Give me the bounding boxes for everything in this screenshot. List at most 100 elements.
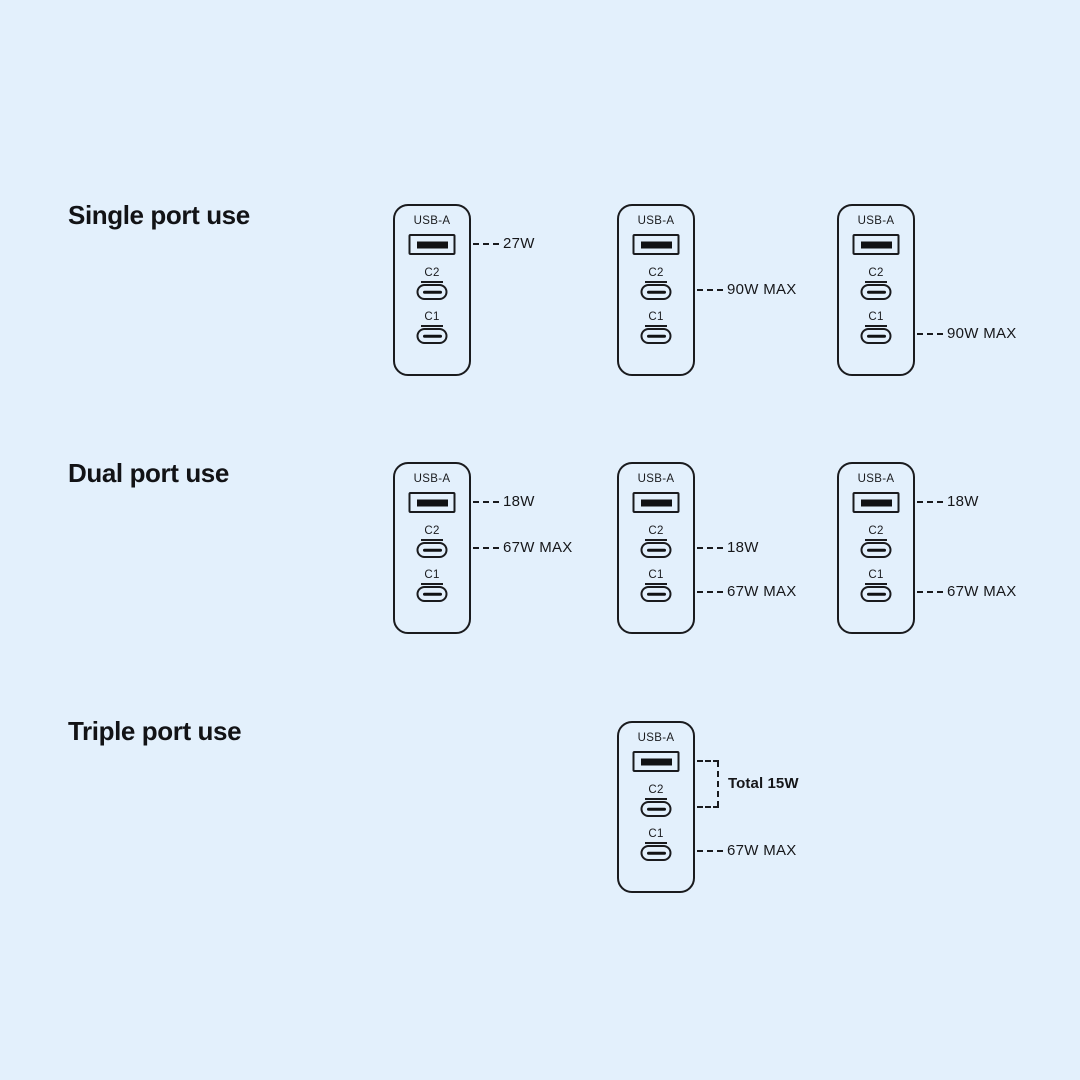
callout-dash-line: [917, 501, 943, 503]
callout-dash-line: [473, 547, 499, 549]
c2-port-label-text: C2: [645, 267, 667, 283]
c2-port-label-text: C2: [865, 525, 887, 541]
c1-port-label-text: C1: [865, 311, 887, 327]
wattage-label: 67W MAX: [947, 583, 1017, 600]
usba-port-label: USB-A: [857, 215, 895, 227]
usba-port-label: USB-A: [637, 732, 675, 744]
c1-port-contact: [646, 334, 666, 338]
c1-port-label: C1: [619, 828, 693, 844]
c1-port-contact: [422, 334, 442, 338]
callout-dash-line: [697, 289, 723, 291]
c2-port-label: C2: [839, 525, 913, 541]
callout-dash-line: [473, 243, 499, 245]
wattage-label: 27W: [503, 235, 535, 252]
wattage-label: 67W MAX: [727, 583, 797, 600]
wattage-label: 67W MAX: [503, 539, 573, 556]
c2-port-contact: [646, 807, 666, 811]
c1-port-icon: [640, 586, 672, 602]
c1-port-contact: [646, 592, 666, 596]
section-title-triple-port: Triple port use: [68, 716, 242, 746]
c2-port-contact: [646, 548, 666, 552]
usba-port-contact: [416, 241, 448, 248]
usba-port-contact: [640, 758, 672, 765]
c2-port-label: C2: [395, 267, 469, 283]
c1-port-icon: [416, 328, 448, 344]
wattage-label: 67W MAX: [727, 842, 797, 859]
c1-port-icon: [640, 845, 672, 861]
c2-port-contact: [866, 548, 886, 552]
c2-port-label-text: C2: [645, 784, 667, 800]
usba-port-icon: [408, 234, 456, 255]
bracket-dash-vertical: [717, 761, 719, 807]
c1-port-icon: [860, 328, 892, 344]
c1-port-contact: [866, 592, 886, 596]
c2-port-icon: [640, 801, 672, 817]
c1-port-contact: [422, 592, 442, 596]
c1-port-label-text: C1: [645, 569, 667, 585]
c2-port-contact: [422, 548, 442, 552]
wattage-label-total: Total 15W: [728, 775, 799, 792]
c2-port-label: C2: [619, 267, 693, 283]
c2-port-icon: [860, 542, 892, 558]
callout-dash-line: [697, 547, 723, 549]
usba-port-contact: [860, 241, 892, 248]
callout-dash-line: [697, 591, 723, 593]
c2-port-icon: [416, 284, 448, 300]
c1-port-label: C1: [839, 311, 913, 327]
wattage-label: 18W: [947, 493, 979, 510]
usba-port-contact: [640, 499, 672, 506]
c2-port-label-text: C2: [865, 267, 887, 283]
c1-port-contact: [866, 334, 886, 338]
usba-port-icon: [408, 492, 456, 513]
c1-port-label: C1: [395, 569, 469, 585]
c2-port-icon: [640, 284, 672, 300]
c2-port-label: C2: [619, 525, 693, 541]
usba-port-icon: [852, 234, 900, 255]
c1-port-label-text: C1: [645, 311, 667, 327]
c2-port-icon: [640, 542, 672, 558]
callout-dash-line: [473, 501, 499, 503]
wattage-label: 18W: [727, 539, 759, 556]
c2-port-label: C2: [395, 525, 469, 541]
bracket-dash-top: [697, 760, 719, 762]
c2-port-contact: [422, 290, 442, 294]
usba-port-label: USB-A: [637, 215, 675, 227]
c1-port-icon: [640, 328, 672, 344]
c2-port-contact: [866, 290, 886, 294]
usba-port-label: USB-A: [637, 473, 675, 485]
c1-port-label-text: C1: [421, 311, 443, 327]
usba-port-label: USB-A: [413, 215, 451, 227]
callout-dash-line: [917, 591, 943, 593]
usba-port-label: USB-A: [857, 473, 895, 485]
c1-port-icon: [416, 586, 448, 602]
usba-port-contact: [416, 499, 448, 506]
usba-port-icon: [632, 751, 680, 772]
c2-port-label-text: C2: [421, 267, 443, 283]
c2-port-label: C2: [839, 267, 913, 283]
callout-dash-line: [917, 333, 943, 335]
section-title-dual-port: Dual port use: [68, 458, 229, 488]
c1-port-label: C1: [839, 569, 913, 585]
c1-port-label-text: C1: [421, 569, 443, 585]
wattage-label: 90W MAX: [727, 281, 797, 298]
c1-port-contact: [646, 851, 666, 855]
c1-port-label-text: C1: [865, 569, 887, 585]
wattage-label: 18W: [503, 493, 535, 510]
c2-port-label-text: C2: [645, 525, 667, 541]
c1-port-label: C1: [619, 569, 693, 585]
c1-port-icon: [860, 586, 892, 602]
callout-dash-line: [697, 850, 723, 852]
c1-port-label-text: C1: [645, 828, 667, 844]
usba-port-contact: [860, 499, 892, 506]
c2-port-icon: [416, 542, 448, 558]
c2-port-contact: [646, 290, 666, 294]
usba-port-label: USB-A: [413, 473, 451, 485]
wattage-label: 90W MAX: [947, 325, 1017, 342]
